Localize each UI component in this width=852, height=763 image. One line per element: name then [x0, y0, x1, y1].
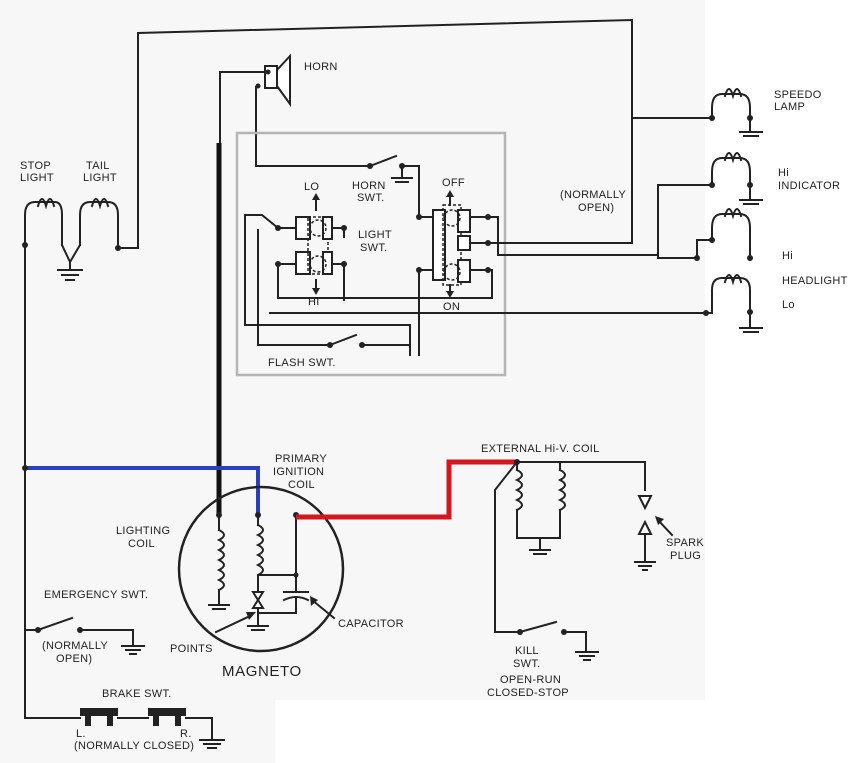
- headlight-hi-label: Hi: [782, 250, 793, 262]
- spark-plug-label-2: PLUG: [670, 550, 701, 562]
- headlight-label: HEADLIGHT: [782, 275, 848, 287]
- primary-coil-label-3: COIL: [288, 479, 315, 491]
- kill-switch-label: KILL: [515, 645, 539, 657]
- emergency-switch-label: EMERGENCY SWT.: [44, 589, 148, 601]
- normally-open-label-2: OPEN): [578, 202, 614, 214]
- horn-label: HORN: [304, 61, 338, 73]
- brake-normally-closed-label: (NORMALLY CLOSED): [74, 740, 194, 752]
- horn-icon: [255, 53, 291, 108]
- spark-plug-label: SPARK: [666, 537, 704, 549]
- red-high-voltage-wire: [296, 459, 517, 520]
- emergency-normally-open-label: (NORMALLY: [42, 640, 108, 652]
- spark-plug-icon: [634, 495, 674, 571]
- horn-switch-label: HORN: [352, 180, 386, 192]
- open-run-label: OPEN-RUN: [500, 674, 561, 686]
- lo-label: LO: [304, 181, 319, 193]
- emergency-switch-icon: [24, 616, 145, 655]
- left-vertical-wire: [24, 244, 81, 719]
- brake-switch-label: BRAKE SWT.: [102, 688, 172, 700]
- speedo-lamp-label: SPEEDO: [774, 89, 822, 101]
- light-switch-label: LIGHT: [358, 229, 392, 241]
- primary-coil-label-2: IGNITION: [273, 466, 324, 478]
- emergency-normally-open-label-2: OPEN): [56, 653, 92, 665]
- lighting-coil-label: LIGHTING: [116, 525, 170, 537]
- headlight-lo-label: Lo: [782, 299, 795, 311]
- external-coil-label: EXTERNAL Hi-V. COIL: [481, 443, 600, 455]
- horn-switch-label-2: SWT.: [357, 192, 384, 204]
- tail-light-label: TAIL: [86, 160, 110, 172]
- speedo-lamp-icon: [709, 88, 763, 137]
- switch-box-wiring: [244, 117, 707, 356]
- stop-tail-light-icon: [22, 198, 121, 281]
- light-switch-lo-hi: [275, 193, 347, 295]
- hi-indicator-label: Hi: [778, 167, 789, 179]
- light-switch-label-2: SWT.: [360, 242, 387, 254]
- tail-light-label-2: LIGHT: [83, 172, 117, 184]
- primary-coil-label: PRIMARY: [275, 453, 327, 465]
- kill-switch-icon: [517, 620, 599, 661]
- lighting-coil-label-2: COIL: [128, 538, 155, 550]
- light-switch-off-on: [416, 190, 491, 298]
- speedo-lamp-label-2: LAMP: [774, 101, 805, 113]
- headlight-icon: [694, 208, 763, 333]
- flash-switch-label: FLASH SWT.: [268, 357, 336, 369]
- on-label: ON: [443, 301, 460, 313]
- top-wiring: [119, 18, 713, 249]
- brake-switch-icon: [80, 708, 225, 749]
- stop-light-label-2: LIGHT: [20, 172, 54, 184]
- stop-light-label: STOP: [20, 160, 51, 172]
- hi-indicator-icon: [657, 152, 763, 256]
- brake-left-label: L.: [76, 728, 86, 740]
- external-coil-icon: [494, 459, 646, 633]
- kill-switch-label-2: SWT.: [513, 658, 540, 670]
- normally-open-label: (NORMALLY: [560, 189, 626, 201]
- magneto-icon: [177, 485, 345, 653]
- paper-background: [0, 0, 705, 700]
- magneto-label: MAGNETO: [222, 663, 302, 680]
- hi-indicator-label-2: INDICATOR: [778, 180, 840, 192]
- paper-background-lower: [0, 690, 275, 763]
- off-label: OFF: [442, 177, 465, 189]
- flash-switch-icon: [327, 333, 411, 348]
- points-label: POINTS: [170, 643, 213, 655]
- capacitor-label: CAPACITOR: [338, 618, 404, 630]
- hi-label: HI: [308, 296, 320, 308]
- closed-stop-label: CLOSED-STOP: [487, 687, 569, 699]
- blue-highlight-wire: [25, 466, 260, 515]
- brake-right-label: R.: [180, 728, 192, 740]
